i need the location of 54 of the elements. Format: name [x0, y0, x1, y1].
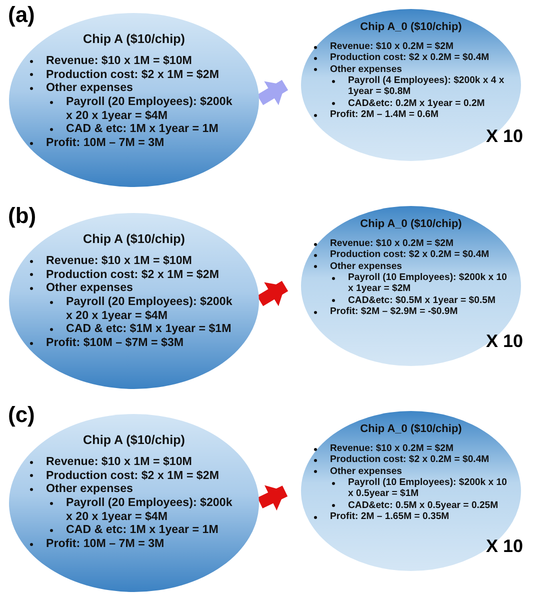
bullet-item: CAD & etc: $1M x 1year = $1M: [66, 322, 232, 336]
arrow: [256, 280, 288, 306]
bullet-item: Payroll (20 Employees): $200k x 20 x 1year = $4M: [66, 295, 234, 322]
multiplier-text: X 10: [486, 331, 524, 352]
bullet-item: Revenue: $10 x 0.2M = $2M: [330, 238, 454, 250]
arrow: [256, 80, 288, 106]
panel-label: (b): [8, 203, 36, 229]
bullet-item: Payroll (10 Employees): $200k x 10 x 1year = $2M: [348, 272, 508, 295]
multiplier-text: X 10: [486, 536, 524, 557]
bullet-item: Profit: $2M – $2.9M = -$0.9M: [330, 306, 459, 318]
bullet-item: CAD & etc: 1M x 1year = 1M: [66, 523, 220, 538]
bullet-item: Production cost: $2 x 0.2M = $0.4M: [330, 249, 490, 261]
bullet-item: CAD&etc: 0.5M x 0.5year = 0.25M: [348, 500, 500, 511]
bullet-item: Revenue: $10 x 0.2M = $2M: [330, 443, 454, 454]
bullet-item: Revenue: $10 x 1M = $10M: [46, 54, 193, 68]
bullet-item: Payroll (4 Employees): $200k x 4 x 1year = $0.8M: [348, 74, 506, 98]
bullet-item: CAD&etc: 0.2M x 1year = 0.2M: [348, 98, 486, 109]
bullet-item: Revenue: $10 x 1M = $10M: [46, 254, 193, 268]
ellipse-node: [300, 410, 522, 572]
bullet-item: Other expenses: [46, 281, 134, 296]
node-title: Chip A ($10/chip): [82, 232, 186, 246]
panel-label: (a): [8, 2, 35, 28]
bullet-item: Other expenses: [330, 260, 403, 272]
node-title: Chip A_0 ($10/chip): [359, 423, 463, 435]
ellipse-node: [300, 8, 522, 162]
node-title: Chip A ($10/chip): [82, 433, 186, 447]
bullet-item: Profit: 2M – 1.65M = 0.35M: [330, 510, 450, 522]
bullet-item: Other expenses: [46, 81, 134, 96]
bullet-item: Production cost: $2 x 0.2M = $0.4M: [330, 454, 490, 466]
multiplier-text: X 10: [486, 126, 524, 147]
bullet-item: CAD&etc: $0.5M x 1year = $0.5M: [348, 294, 496, 306]
bullet-item: Payroll (20 Employees): $200k x 20 x 1year = $4M: [66, 496, 234, 524]
ellipse-node: [300, 205, 522, 367]
bullet-item: Payroll (20 Employees): $200k x 20 x 1year = $4M: [66, 95, 234, 122]
bullet-item: Payroll (10 Employees): $200k x 10 x 0.5year = $1M: [348, 476, 508, 500]
bullet-item: Profit: 10M – 7M = 3M: [46, 537, 166, 551]
bullet-item: Other expenses: [46, 482, 134, 496]
node-title: Chip A_0 ($10/chip): [359, 21, 463, 33]
bullet-item: Production cost: $2 x 1M = $2M: [46, 268, 220, 282]
node-title: Chip A_0 ($10/chip): [359, 218, 463, 230]
bullet-item: Revenue: $10 x 0.2M = $2M: [330, 41, 454, 52]
bullet-item: CAD & etc: 1M x 1year = 1M: [66, 122, 220, 136]
node-title: Chip A ($10/chip): [82, 32, 186, 46]
bullet-item: Profit: 2M – 1.4M = 0.6M: [330, 108, 440, 120]
bullet-item: Other expenses: [330, 64, 403, 75]
bullet-item: Other expenses: [330, 466, 403, 477]
bullet-item: Production cost: $2 x 0.2M = $0.4M: [330, 52, 490, 64]
bullet-item: Production cost: $2 x 1M = $2M: [46, 68, 220, 82]
bullet-item: Profit: 10M – 7M = 3M: [46, 136, 166, 150]
bullet-item: Profit: $10M – $7M = $3M: [46, 336, 185, 350]
arrow: [257, 485, 288, 511]
panel-label: (c): [8, 402, 35, 428]
bullet-item: Production cost: $2 x 1M = $2M: [46, 468, 220, 482]
bullet-item: Revenue: $10 x 1M = $10M: [46, 455, 193, 469]
